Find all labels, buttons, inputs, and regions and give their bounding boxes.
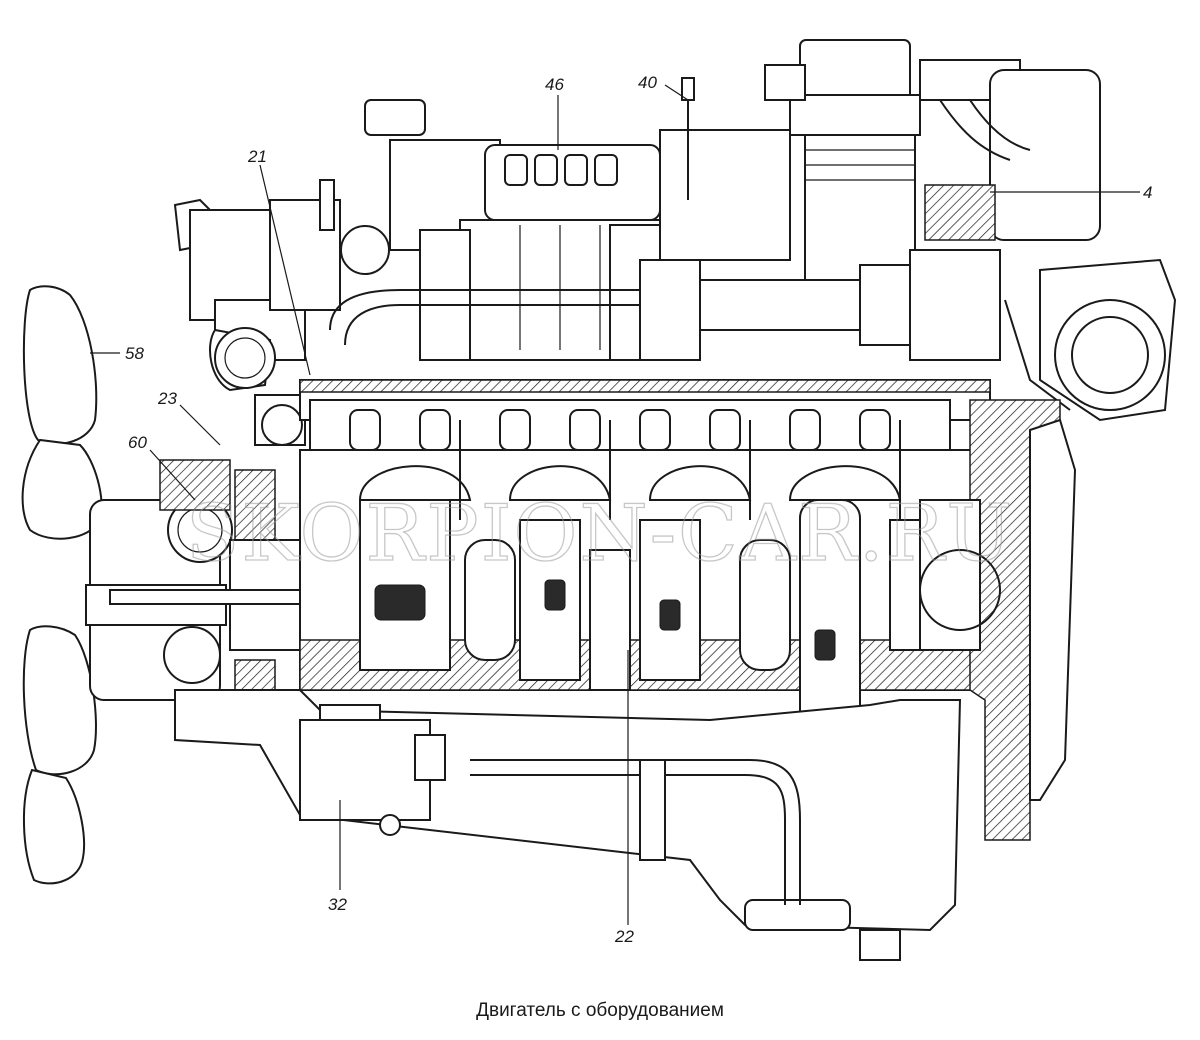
- callout-23: 23: [157, 389, 177, 408]
- callout-58: 58: [125, 344, 144, 363]
- callout-21: 21: [247, 147, 267, 166]
- flywheel-housing: [919, 399, 1077, 841]
- compressor-and-turbo: [639, 39, 1177, 422]
- callout-32: 32: [328, 895, 347, 914]
- callout-46: 46: [545, 75, 564, 94]
- watermark-text: SKORPION-CAR.RU: [186, 489, 1014, 579]
- callout-leaders: [90, 84, 1140, 925]
- fan-blades: [21, 285, 103, 885]
- diagram-caption: Двигатель с оборудованием: [476, 1000, 724, 1021]
- callout-4: 4: [1143, 183, 1152, 202]
- water-pump-and-pipes: [173, 179, 390, 446]
- callout-22: 22: [614, 927, 634, 946]
- callout-60: 60: [128, 433, 147, 452]
- oil-pan: [174, 689, 962, 961]
- camshaft: [349, 409, 891, 451]
- injection-pump: [329, 99, 671, 361]
- callout-40: 40: [638, 73, 657, 92]
